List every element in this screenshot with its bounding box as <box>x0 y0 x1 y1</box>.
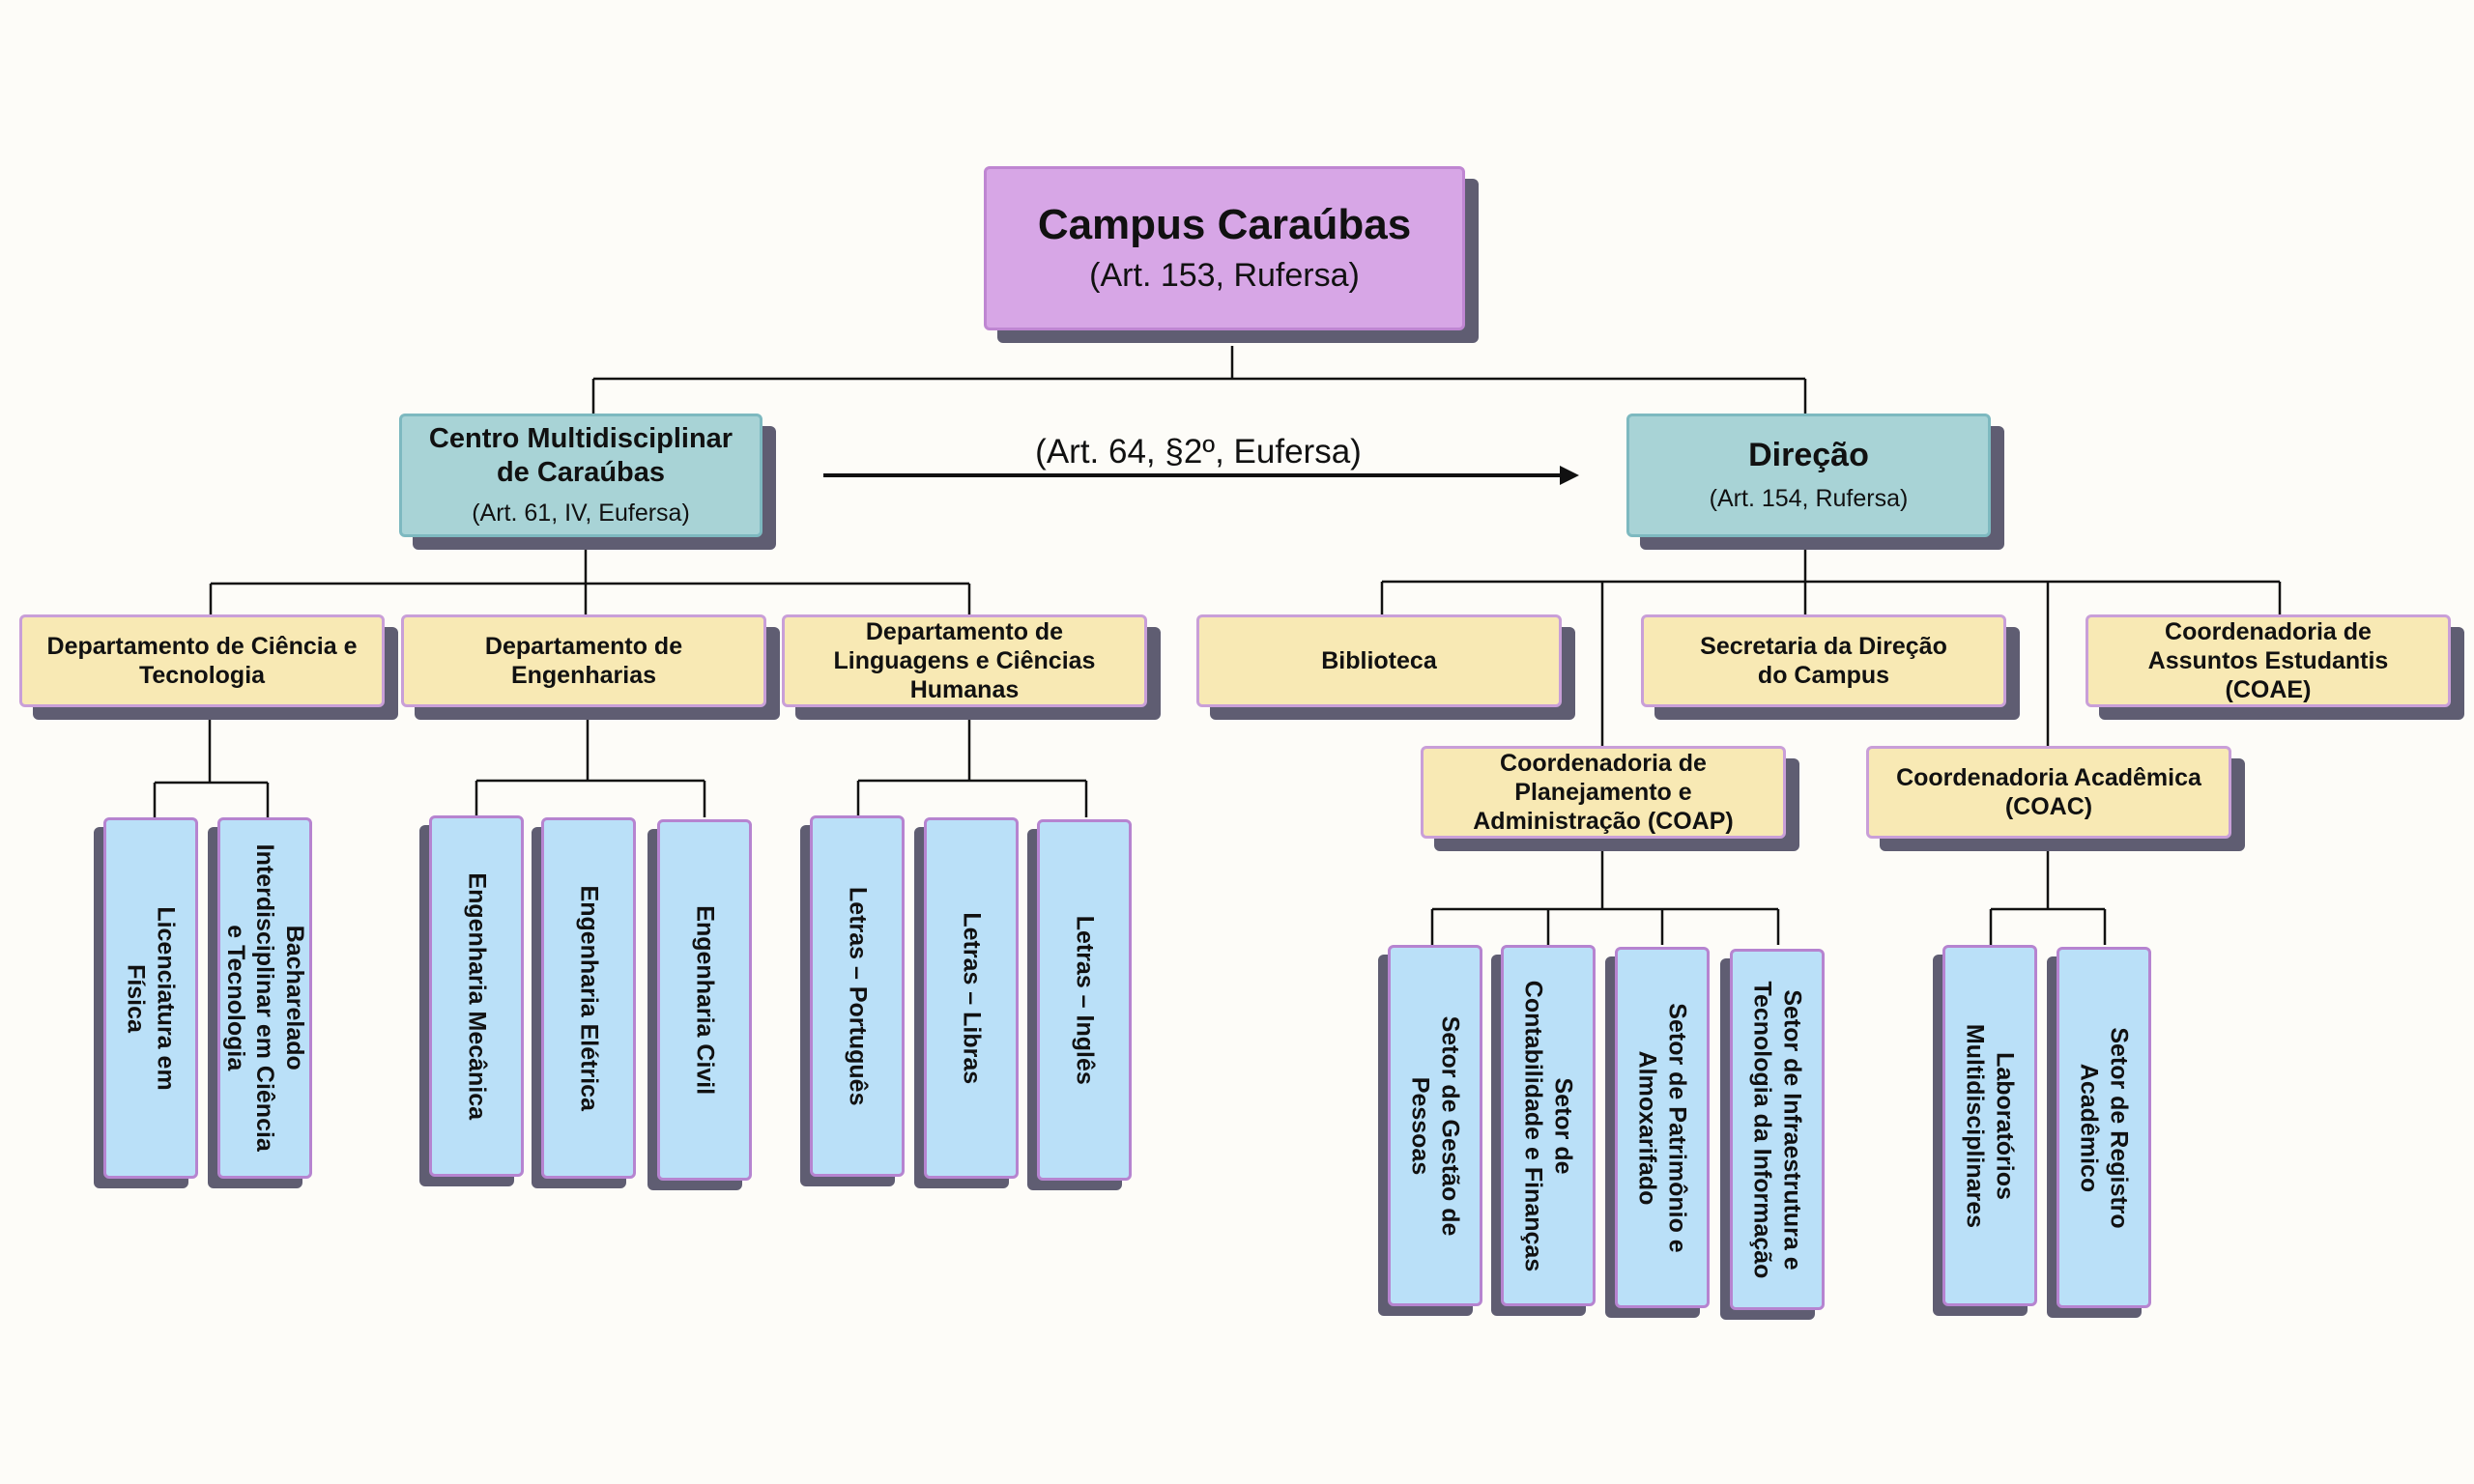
department-node: Departamento de Ciência e Tecnologia <box>19 614 385 707</box>
course-label: Engenharia Elétrica <box>575 885 603 1111</box>
course-label: Bacharelado Interdisciplinar em Ciência … <box>221 843 308 1153</box>
sector-node: Setor de Patrimônio e Almoxarifado <box>1615 947 1710 1308</box>
course-node: Letras – Libras <box>924 817 1019 1179</box>
direcao-subtitle: (Art. 154, Rufersa) <box>1709 485 1909 513</box>
course-label: Engenharia Civil <box>691 905 719 1095</box>
sector-node: Laboratórios Multidisciplinares <box>1942 945 2037 1306</box>
department-node: Departamento de Linguagens e Ciências Hu… <box>782 614 1147 707</box>
centro-node: Centro Multidisciplinar de Caraúbas (Art… <box>399 414 762 537</box>
coae-node: Coordenadoria de Assuntos Estudantis (CO… <box>2086 614 2451 707</box>
centro-title: Centro Multidisciplinar de Caraúbas <box>428 422 734 488</box>
department-node: Departamento de Engenharias <box>401 614 766 707</box>
course-label: Letras – Libras <box>958 912 986 1084</box>
course-node: Engenharia Elétrica <box>541 817 636 1179</box>
department-title: Departamento de Linguagens e Ciências Hu… <box>833 618 1096 703</box>
sector-label: Setor de Registro Acadêmico <box>2076 1026 2133 1229</box>
sector-label: Laboratórios Multidisciplinares <box>1962 1023 2019 1228</box>
coac-title: Coordenadoria Acadêmica (COAC) <box>1896 764 2201 820</box>
coac-node: Coordenadoria Acadêmica (COAC) <box>1866 746 2231 839</box>
coae-title: Coordenadoria de Assuntos Estudantis (CO… <box>2147 618 2389 703</box>
sector-node: Setor de Infraestrutura e Tecnologia da … <box>1730 949 1825 1310</box>
arrow <box>823 466 1579 485</box>
direcao-title: Direção <box>1748 437 1869 474</box>
campus-subtitle: (Art. 153, Rufersa) <box>1089 257 1360 295</box>
department-title: Departamento de Ciência e Tecnologia <box>46 633 358 689</box>
centro-subtitle: (Art. 61, IV, Eufersa) <box>472 499 690 527</box>
arrow-label: (Art. 64, §2º, Eufersa) <box>1035 433 1362 471</box>
coap-title: Coordenadoria de Planejamento e Administ… <box>1473 750 1734 835</box>
sector-label: Setor de Patrimônio e Almoxarifado <box>1634 1002 1691 1253</box>
course-node: Letras – Português <box>810 815 905 1177</box>
course-label: Letras – Inglês <box>1071 915 1099 1085</box>
coap-node: Coordenadoria de Planejamento e Administ… <box>1421 746 1786 839</box>
secretaria-node: Secretaria da Direção do Campus <box>1641 614 2006 707</box>
course-label: Letras – Português <box>844 886 872 1106</box>
sector-node: Setor de Contabilidade e Finanças <box>1501 945 1596 1306</box>
course-node: Engenharia Civil <box>657 819 752 1181</box>
sector-label: Setor de Gestão de Pessoas <box>1407 1015 1464 1236</box>
course-node: Letras – Inglês <box>1037 819 1132 1181</box>
biblioteca-node: Biblioteca <box>1196 614 1562 707</box>
course-label: Licenciatura em Física <box>123 905 180 1091</box>
sector-node: Setor de Gestão de Pessoas <box>1388 945 1482 1306</box>
sector-label: Setor de Contabilidade e Finanças <box>1520 980 1577 1271</box>
course-label: Engenharia Mecânica <box>463 872 491 1120</box>
department-title: Departamento de Engenharias <box>484 633 683 689</box>
campus-node: Campus Caraúbas (Art. 153, Rufersa) <box>984 166 1465 330</box>
campus-title: Campus Caraúbas <box>1037 200 1412 248</box>
course-node: Bacharelado Interdisciplinar em Ciência … <box>217 817 312 1179</box>
sector-label: Setor de Infraestrutura e Tecnologia da … <box>1749 981 1806 1278</box>
secretaria-title: Secretaria da Direção do Campus <box>1700 633 1947 689</box>
direcao-node: Direção (Art. 154, Rufersa) <box>1626 414 1991 537</box>
sector-node: Setor de Registro Acadêmico <box>2057 947 2151 1308</box>
course-node: Engenharia Mecânica <box>429 815 524 1177</box>
course-node: Licenciatura em Física <box>103 817 198 1179</box>
biblioteca-title: Biblioteca <box>1321 647 1437 674</box>
